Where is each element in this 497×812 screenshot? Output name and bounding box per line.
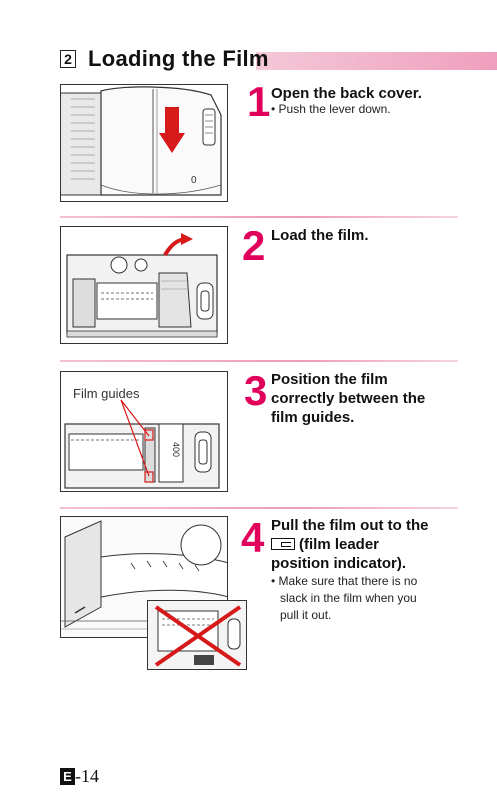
section-number: 2	[60, 50, 76, 68]
step-1-number: 1	[247, 81, 270, 123]
film-guides-label: Film guides	[73, 386, 139, 401]
step-4-heading: Pull the film out to the (film leader po…	[271, 516, 429, 573]
step-1-illustration: 0	[60, 84, 228, 202]
step-2-number: 2	[242, 225, 265, 267]
step-3-heading: Position the film correctly between the …	[271, 370, 425, 427]
film-leader-icon	[271, 538, 295, 550]
divider-2	[60, 360, 458, 362]
step-4-number: 4	[241, 517, 264, 559]
section-title: Loading the Film	[88, 46, 269, 72]
step-3-illustration: Film guides 400	[60, 371, 228, 492]
film-iso-label: 400	[171, 442, 181, 457]
section-header: 2 Loading the Film	[60, 44, 497, 74]
dial-label: 0	[191, 175, 197, 186]
step-4-wrong-example	[147, 600, 247, 670]
camera-back-image: 0	[61, 85, 228, 202]
step-1-note: • Push the lever down.	[271, 101, 391, 118]
page-number: -14	[75, 766, 99, 786]
slack-film-image	[148, 601, 247, 670]
step-3-number: 3	[244, 370, 267, 412]
page-footer: E-14	[60, 766, 99, 787]
step-2-heading: Load the film.	[271, 226, 369, 245]
step-4-note: • Make sure that there is no slack in th…	[271, 573, 417, 624]
camera-open-image	[61, 227, 228, 344]
step-2-illustration	[60, 226, 228, 344]
language-badge: E	[60, 768, 75, 785]
divider-3	[60, 507, 458, 509]
divider-1	[60, 216, 458, 218]
header-accent-bar	[256, 52, 497, 70]
